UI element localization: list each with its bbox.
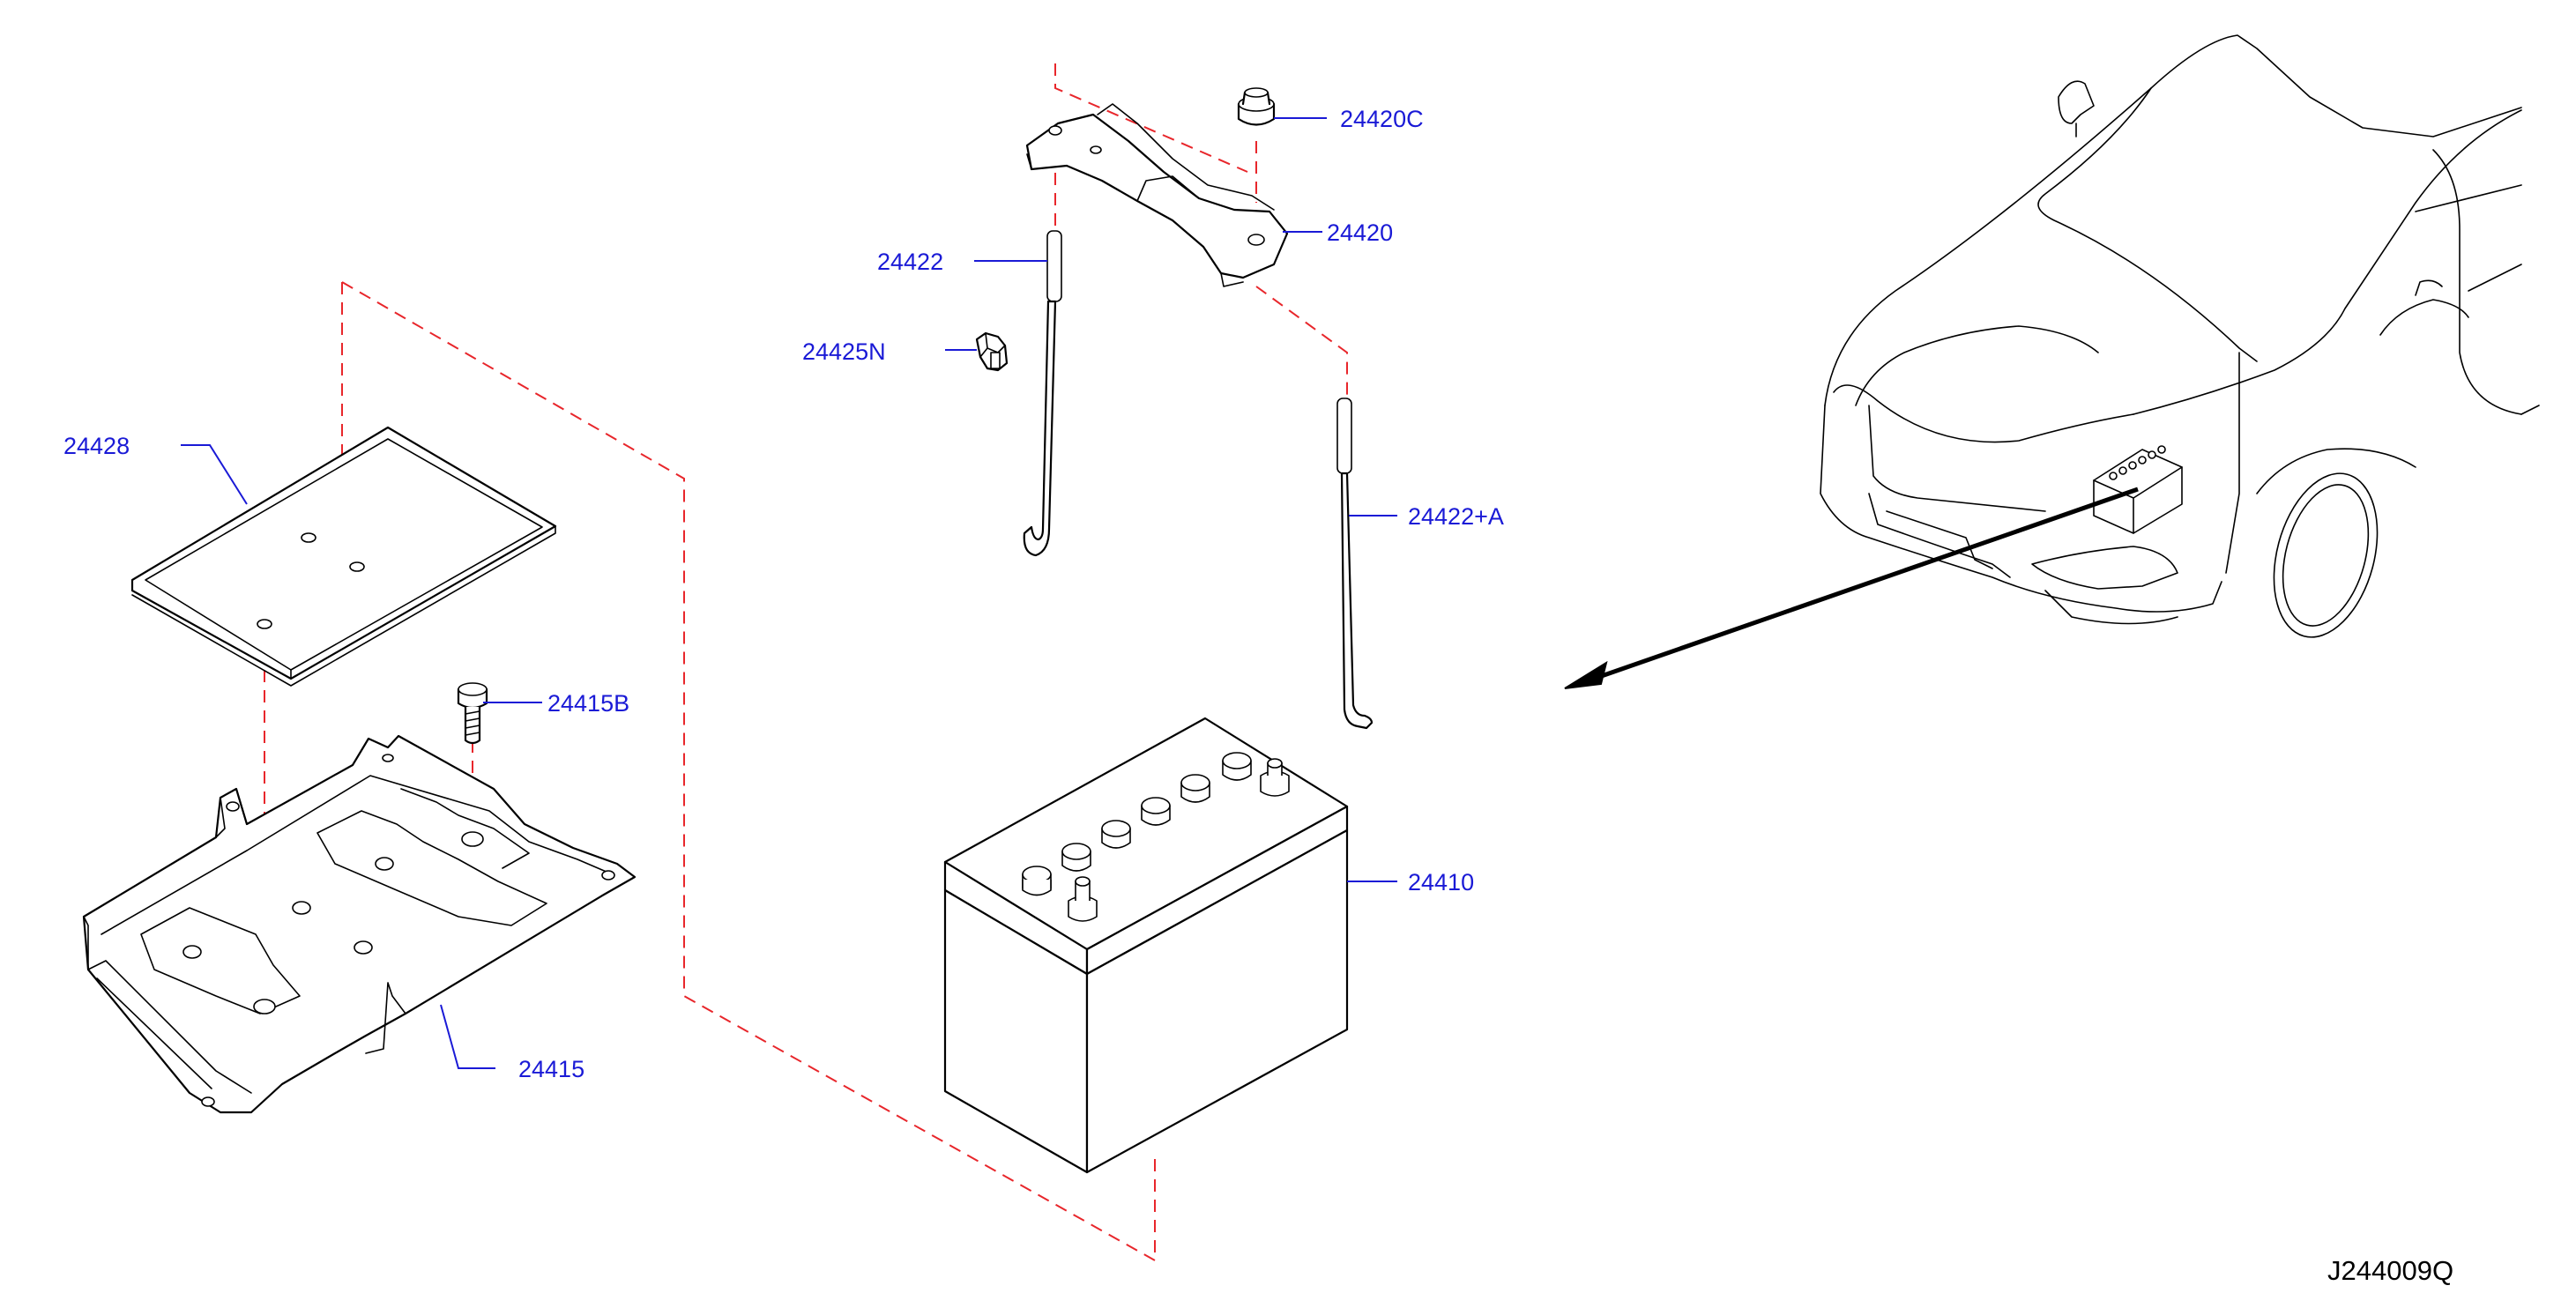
label-24425N[interactable]: 24425N <box>802 338 886 365</box>
diagram-reference-code: J244009Q <box>2327 1255 2453 1286</box>
label-24415[interactable]: 24415 <box>518 1056 584 1082</box>
flange-nut[interactable] <box>1237 87 1276 126</box>
label-24422[interactable]: 24422 <box>877 249 943 275</box>
cable-clip[interactable] <box>975 331 1009 372</box>
bolt[interactable] <box>457 682 488 745</box>
label-24428[interactable]: 24428 <box>63 433 130 459</box>
label-24410[interactable]: 24410 <box>1408 869 1474 896</box>
label-24420C[interactable]: 24420C <box>1340 106 1424 132</box>
battery[interactable] <box>943 717 1349 1174</box>
hold-down-rod-left[interactable] <box>1023 230 1062 557</box>
battery-terminal-positive <box>1260 758 1290 797</box>
vehicle-location-illustration <box>1564 34 2540 689</box>
leader-lines <box>181 117 1397 1069</box>
battery-cell-caps <box>1022 752 1252 895</box>
battery-hold-down-bracket[interactable] <box>1025 103 1289 287</box>
pointer-arrowhead <box>1564 660 1608 689</box>
label-24420[interactable]: 24420 <box>1327 219 1393 246</box>
hold-down-rod-right[interactable] <box>1336 398 1374 730</box>
battery-support-bracket[interactable] <box>82 734 637 1114</box>
label-24422-a[interactable]: 24422+A <box>1408 503 1504 530</box>
label-24415B[interactable]: 24415B <box>547 690 629 717</box>
battery-tray-mat[interactable] <box>130 426 557 687</box>
battery-terminal-negative <box>1022 876 1098 922</box>
